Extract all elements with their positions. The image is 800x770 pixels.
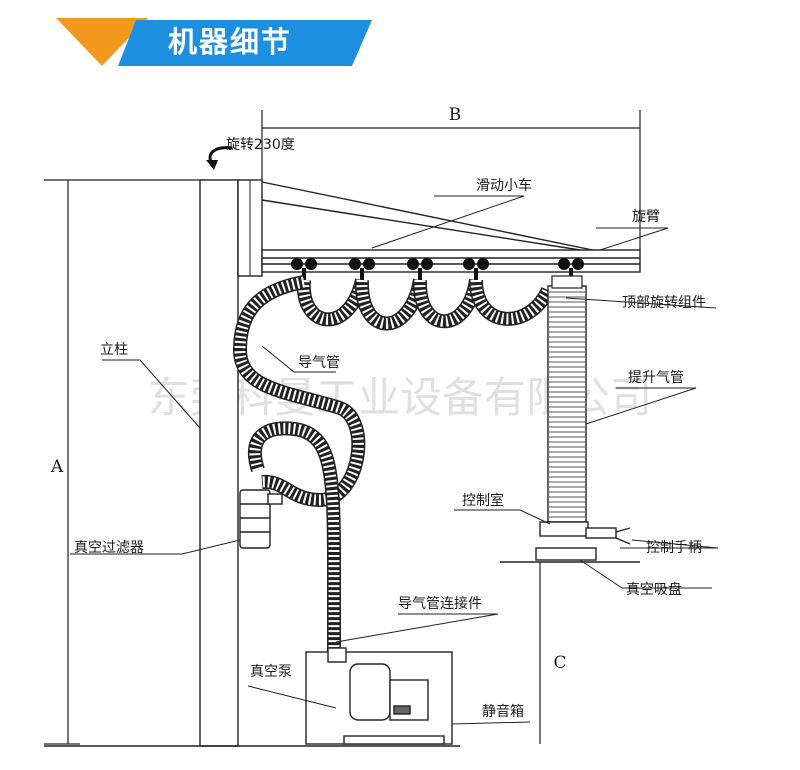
suction-pad-label: 真空吸盘: [626, 581, 682, 598]
trolley: [558, 258, 584, 280]
vacuum-filter: [239, 489, 283, 549]
dimension-b: [261, 110, 641, 250]
trolley: [463, 258, 489, 280]
dimension-c-label: C: [553, 653, 566, 673]
hose-connector-label: 导气管连接件: [398, 595, 482, 612]
control-handle-label: 控制手柄: [646, 540, 702, 556]
top-swivel-label: 顶部旋转组件: [622, 295, 706, 311]
trolley: [349, 258, 375, 280]
banner-graphic: [56, 18, 372, 66]
air-hose-label: 导气管: [298, 355, 340, 371]
arm-label: 旋臂: [632, 209, 660, 225]
vacuum-pump: [327, 647, 445, 745]
air-hose: [232, 275, 366, 660]
control-room: [539, 521, 589, 537]
festoon-hose: [296, 278, 555, 331]
lift-tube-label: 提升气管: [628, 370, 684, 386]
leader-lines: [70, 195, 719, 725]
banner-blue-ribbon: [118, 20, 372, 66]
trolley-label: 滑动小车: [476, 177, 532, 194]
column-label: 立柱: [100, 342, 128, 358]
dimension-a: [44, 179, 205, 745]
silent-box-label: 静音箱: [482, 703, 524, 720]
dimension-a-label: A: [50, 457, 64, 477]
column: [199, 179, 239, 747]
banner-title: 机器细节: [168, 25, 293, 59]
control-room-label: 控制室: [462, 492, 504, 509]
lift-tube-ribs: [549, 291, 585, 518]
trolley-group: [291, 258, 584, 280]
rotation-arrow-icon: [206, 146, 233, 170]
vacuum-filter-label: 真空过滤器: [74, 540, 144, 556]
trolley: [291, 258, 317, 280]
top-swivel-assembly: [551, 275, 583, 289]
lift-tube: [547, 285, 587, 523]
vacuum-suction-pad: [535, 547, 597, 561]
dimension-b-label: B: [449, 105, 462, 125]
trolley: [407, 258, 433, 280]
banner-orange-chevron: [56, 18, 148, 66]
vacuum-pump-label: 真空泵: [250, 664, 292, 680]
section-banner: 机器细节: [0, 0, 800, 82]
rotation-label: 旋转230度: [226, 137, 295, 153]
control-handle: [585, 527, 631, 545]
